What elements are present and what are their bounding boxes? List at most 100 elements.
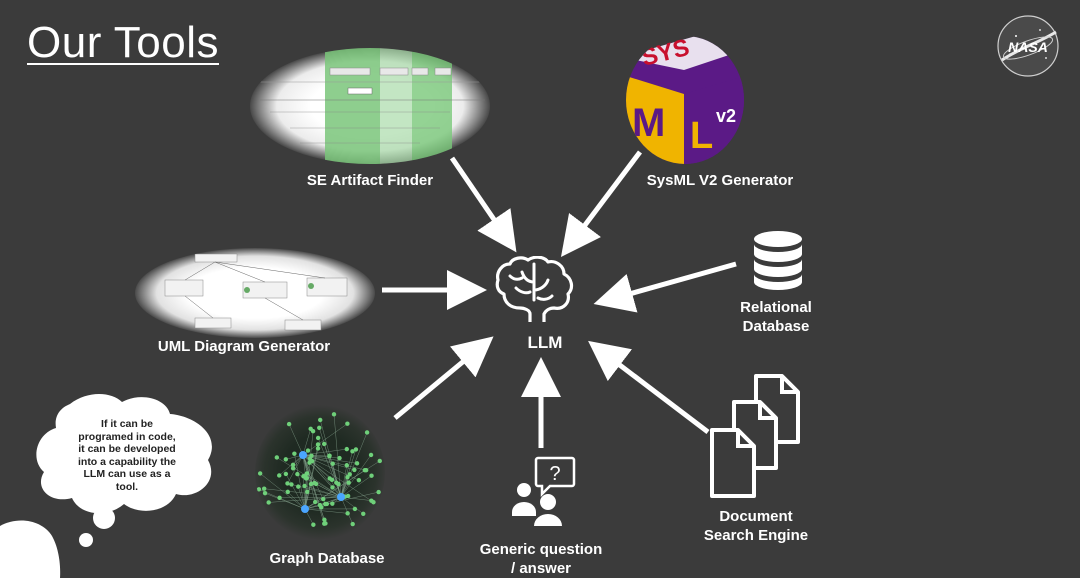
- graph-node: [364, 430, 370, 435]
- graph-node: [257, 471, 263, 476]
- llm-label: LLM: [527, 333, 563, 352]
- graph-hub-node: [299, 451, 307, 459]
- bubble-line-5: LLM can use as a: [83, 468, 171, 480]
- graph-node: [330, 485, 335, 490]
- arrow-documents: [588, 340, 710, 434]
- uml-generator-label: UML Diagram Generator: [157, 338, 331, 355]
- graph-node: [274, 455, 280, 460]
- graph-hub-node: [337, 493, 345, 501]
- sysml-version: v2: [716, 106, 736, 126]
- graph-node: [337, 455, 342, 461]
- document-search-line2: Search Engine: [703, 527, 809, 544]
- graph-node: [356, 477, 362, 483]
- graph-hub-node: [301, 505, 309, 513]
- graph-node: [323, 501, 328, 507]
- graph-node: [277, 495, 282, 501]
- graph-node: [331, 412, 337, 417]
- graph-node: [327, 453, 332, 458]
- graph-node: [309, 453, 314, 458]
- graph-node: [346, 480, 351, 485]
- graph-database-label: Graph Database: [269, 550, 385, 567]
- graph-node: [317, 425, 322, 430]
- nasa-logo-text: NASA: [1008, 39, 1048, 55]
- generic-qa-line2: / answer: [510, 560, 572, 577]
- graph-node: [302, 483, 307, 489]
- graph-node: [285, 481, 290, 486]
- bubble-line-6: tool.: [115, 480, 139, 493]
- graph-node: [256, 487, 262, 492]
- graph-node: [361, 511, 366, 516]
- relational-database-line1: Relational: [740, 299, 812, 316]
- graph-node: [295, 471, 300, 477]
- graph-node: [301, 474, 306, 479]
- slide-title: Our Tools: [27, 18, 219, 67]
- bubble-line-3: it can be developed: [78, 443, 176, 455]
- graph-node: [277, 473, 282, 478]
- graph-node: [350, 449, 355, 454]
- graph-node: [322, 517, 327, 522]
- thought-bubble-text: If it can be programed in code, it can b…: [64, 418, 190, 493]
- graph-node: [353, 447, 359, 452]
- graph-node: [296, 484, 301, 489]
- graph-node: [304, 471, 309, 477]
- graph-node: [290, 462, 296, 467]
- graph-node: [286, 421, 292, 427]
- graph-node: [311, 522, 316, 527]
- arrow-database: [593, 261, 737, 313]
- arrow-se-artifact: [449, 156, 517, 253]
- relational-database-label: Relational Database: [726, 298, 826, 336]
- graph-node: [318, 417, 323, 423]
- graph-node: [376, 489, 381, 495]
- graph-node: [315, 435, 321, 441]
- graph-node: [261, 486, 267, 491]
- documents-icon: [710, 374, 800, 498]
- graph-node: [312, 499, 318, 505]
- relational-database-line2: Database: [742, 318, 810, 335]
- graph-database-image: [255, 405, 385, 540]
- graph-node: [321, 441, 327, 447]
- graph-node: [352, 506, 358, 512]
- graph-node: [345, 511, 350, 516]
- graph-node: [315, 446, 321, 451]
- arrow-sysml: [560, 150, 642, 257]
- bubble-line-2: programed in code,: [78, 430, 176, 443]
- graph-node: [262, 490, 268, 496]
- generic-qa-label: Generic question / answer: [470, 540, 612, 578]
- graph-node: [307, 460, 312, 465]
- graph-node: [305, 448, 311, 453]
- sysml-v2-logo: SYS M L v2: [626, 36, 744, 164]
- graph-node: [290, 466, 296, 471]
- graph-node: [368, 452, 374, 458]
- arrow-graph: [393, 336, 494, 420]
- graph-node: [315, 442, 321, 447]
- generic-qa-line1: Generic question: [479, 541, 603, 558]
- nasa-logo: NASA: [997, 15, 1059, 77]
- graph-node: [304, 475, 310, 481]
- graph-node: [266, 500, 271, 505]
- graph-node: [317, 502, 323, 508]
- bubble-line-4: into a capability the: [77, 455, 177, 468]
- graph-node: [305, 489, 310, 495]
- graph-node: [347, 472, 352, 477]
- graph-node: [369, 473, 374, 478]
- graph-node: [289, 482, 294, 487]
- graph-node: [363, 468, 369, 473]
- graph-node: [344, 463, 349, 468]
- graph-node: [352, 467, 357, 473]
- thought-bubble-icon: [0, 394, 212, 578]
- graph-node: [377, 458, 382, 464]
- document-search-line1: Document: [719, 508, 793, 525]
- question-answer-icon: ?: [512, 456, 576, 526]
- brain-icon: [495, 256, 574, 322]
- sysml-generator-label: SysML V2 Generator: [646, 172, 794, 189]
- bubble-line-1: If it can be: [101, 418, 153, 430]
- graph-node: [321, 496, 326, 502]
- graph-node: [345, 421, 350, 426]
- uml-diagram-image: [135, 248, 375, 338]
- graph-node: [354, 461, 360, 466]
- document-search-label: Document Search Engine: [696, 507, 816, 545]
- graph-node: [312, 480, 317, 486]
- graph-node: [308, 481, 314, 487]
- graph-node: [310, 429, 316, 434]
- graph-node: [330, 501, 335, 506]
